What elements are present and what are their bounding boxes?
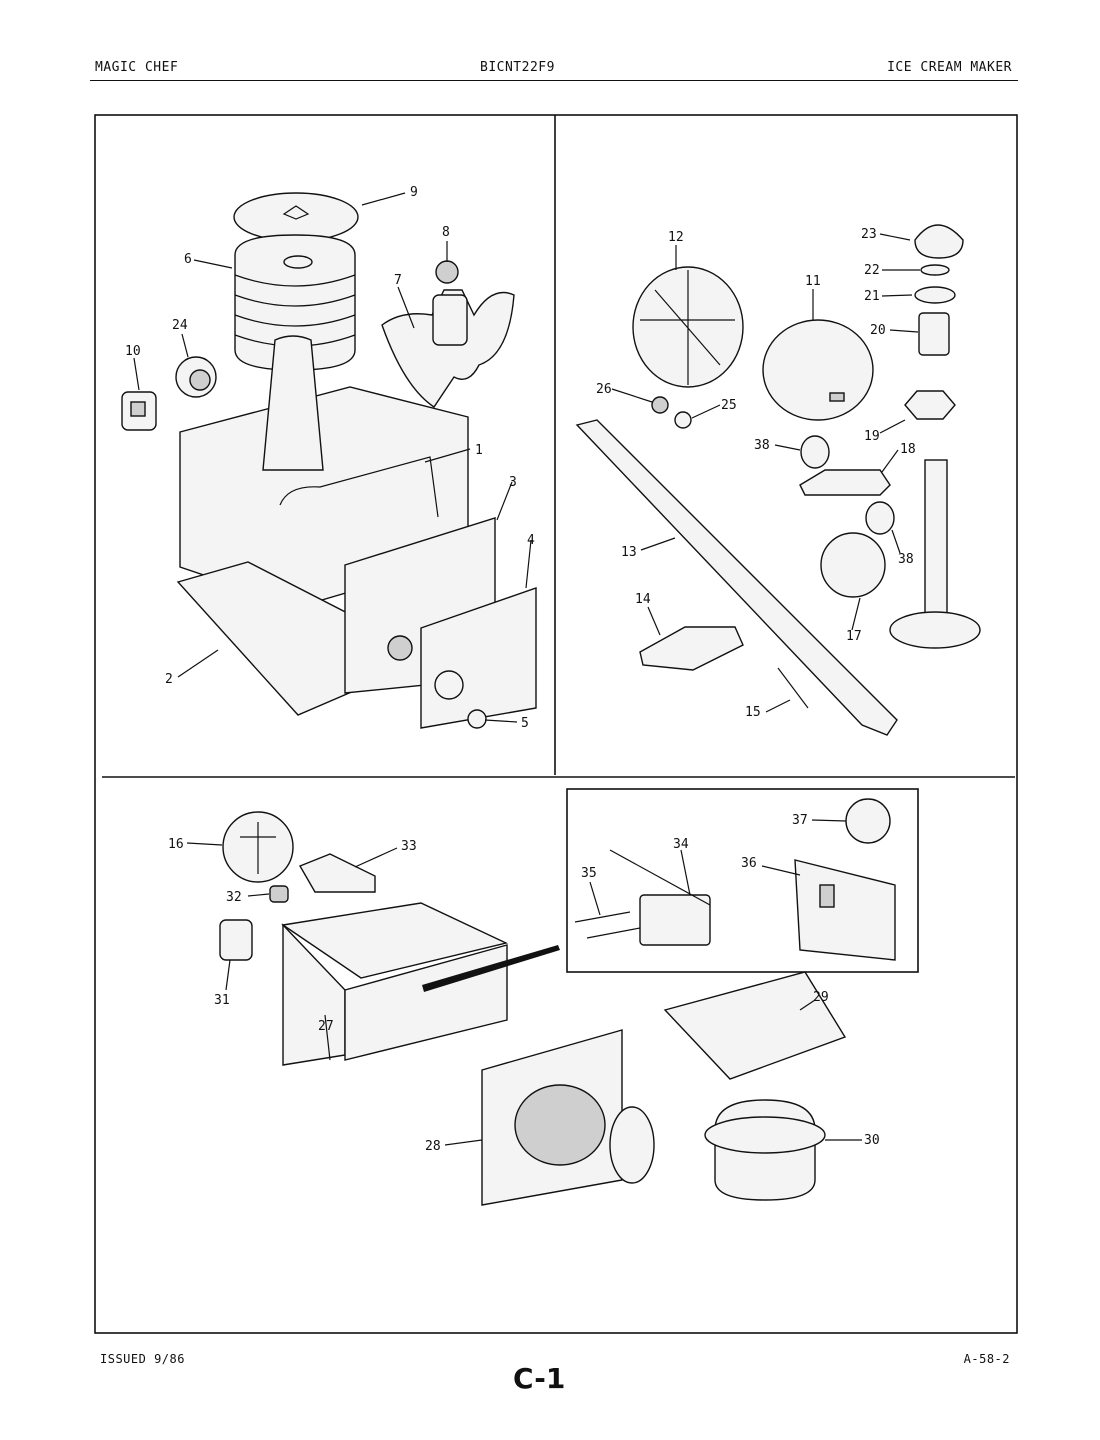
callout-19: 19 (864, 429, 880, 444)
callout-33: 33 (401, 839, 417, 854)
part-12-wheel (632, 266, 744, 388)
callout-16: 16 (168, 837, 184, 852)
part-17-gear-set (820, 459, 981, 649)
part-4-cover-plate (420, 587, 537, 729)
part-24-knob (175, 356, 217, 398)
callout-21: 21 (864, 289, 880, 304)
part-19-hex-nut (904, 390, 956, 420)
callout-20: 20 (870, 323, 886, 338)
callout-32: 32 (226, 890, 242, 905)
callout-37: 37 (792, 813, 808, 828)
part-32-clip (269, 885, 289, 903)
part-28-motor (481, 1029, 655, 1206)
callout-labels: 1 2 3 4 5 6 7 8 9 10 11 12 13 14 15 16 1… (125, 185, 916, 1154)
callout-14: 14 (635, 592, 651, 607)
part-26-nut (651, 396, 669, 414)
callout-12: 12 (668, 230, 684, 245)
inset-frame (566, 788, 919, 973)
part-34-switch-assembly (609, 849, 711, 946)
part-38-bushing-upper (800, 435, 830, 469)
page-code: C-1 (513, 1362, 566, 1395)
part-18-bracket (799, 469, 891, 496)
part-11-cam (762, 319, 874, 421)
part-27-frame (281, 902, 509, 1066)
part-23-cap (914, 224, 964, 259)
part-7-dasher (381, 289, 515, 408)
part-9-cover (233, 192, 359, 242)
part-15-spring (777, 667, 809, 709)
part-10-switch (121, 391, 157, 431)
part-20-bushing (918, 312, 950, 356)
footer-issued: ISSUED 9/86 (100, 1352, 185, 1366)
header-brand: MAGIC CHEF (95, 60, 179, 75)
callout-35: 35 (581, 866, 597, 881)
part-30-motor-cup (704, 1099, 826, 1201)
callout-31: 31 (214, 993, 230, 1008)
callout-3: 3 (509, 475, 517, 490)
callout-34: 34 (673, 837, 689, 852)
part-14-bracket (639, 626, 744, 671)
callout-18: 18 (900, 442, 916, 457)
callout-27: 27 (318, 1019, 334, 1034)
callout-11: 11 (805, 274, 821, 289)
part-21-washer (914, 286, 956, 304)
callout-22: 22 (864, 263, 880, 278)
callout-4: 4 (527, 533, 535, 548)
callout-2: 2 (165, 672, 173, 687)
part-33-lever (298, 853, 376, 893)
leader-lines (133, 192, 920, 1146)
callout-29: 29 (813, 990, 829, 1005)
part-36-bracket (794, 859, 896, 961)
part-13-shaft (575, 419, 898, 736)
part-38-bushing-lower (865, 501, 895, 535)
part-22-clip (920, 264, 950, 276)
inset-connector (422, 945, 560, 992)
callout-38-lower: 38 (898, 552, 914, 567)
part-8-gear (435, 260, 459, 284)
callout-8: 8 (442, 225, 450, 240)
outer-frame (94, 114, 1018, 1334)
part-31-motor-coupler (219, 919, 253, 961)
callout-7: 7 (394, 273, 402, 288)
footer-ref: A-58-2 (963, 1352, 1010, 1366)
callout-38-upper: 38 (754, 438, 770, 453)
callout-26: 26 (596, 382, 612, 397)
callout-1: 1 (475, 443, 483, 458)
part-29-plate (663, 971, 847, 1080)
callout-36: 36 (741, 856, 757, 871)
callout-13: 13 (621, 545, 637, 560)
callout-30: 30 (864, 1133, 880, 1148)
part-6-container (234, 234, 356, 371)
callout-23: 23 (861, 227, 877, 242)
part-25-washer (674, 411, 692, 429)
part-5-knob (467, 709, 487, 729)
callout-9: 9 (410, 185, 418, 200)
callout-25: 25 (721, 398, 737, 413)
callout-28: 28 (425, 1139, 441, 1154)
callout-24: 24 (172, 318, 188, 333)
callout-10: 10 (125, 344, 141, 359)
callout-15: 15 (745, 705, 761, 720)
callout-5: 5 (521, 716, 529, 731)
header-model: BICNT22F9 (480, 60, 555, 75)
part-37-hex-cap (845, 798, 891, 844)
header-section: ICE CREAM MAKER (887, 60, 1012, 75)
callout-17: 17 (846, 629, 862, 644)
callout-6: 6 (184, 252, 192, 267)
part-16-cam-wheel (222, 811, 294, 883)
part-35-screws (574, 911, 641, 939)
header-rule (90, 80, 1018, 81)
